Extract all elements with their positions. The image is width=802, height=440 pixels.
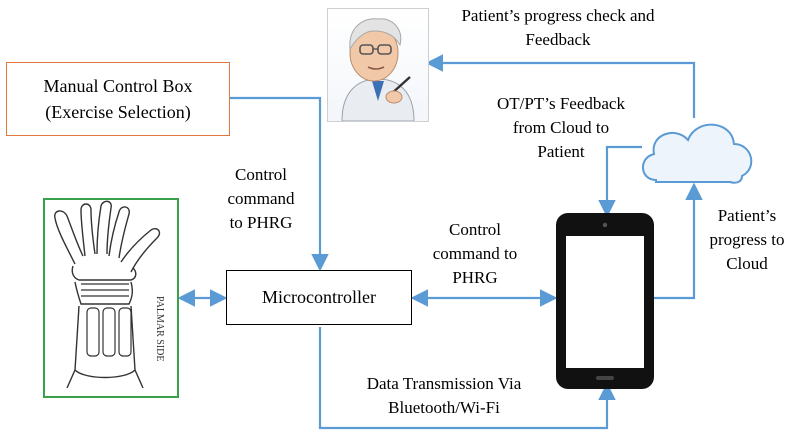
cloud-to-phone-arrow: [598, 145, 642, 218]
label-progress-cloud: Patient’s progress to Cloud: [709, 206, 785, 273]
label-progress-check: Patient’s progress check and Feedback: [461, 6, 655, 49]
cloud-to-doctor-arrow: [425, 54, 696, 118]
microcontroller-label: Microcontroller: [262, 287, 376, 307]
manual-control-box: Manual Control Box (Exercise Selection): [6, 62, 230, 136]
manual-to-micro-arrow: [230, 96, 329, 272]
label-control-right: Control command to PHRG: [432, 220, 518, 287]
manual-box-line2: (Exercise Selection): [45, 102, 191, 122]
label-ot-feedback: OT/PT’s Feedback from Cloud to Patient: [497, 94, 625, 161]
smartphone-icon: [556, 213, 654, 389]
manual-box-line1: Manual Control Box: [43, 76, 193, 96]
bluetooth-arrow: [318, 327, 616, 430]
label-control-left: Control command to PHRG: [227, 165, 295, 232]
doctor-icon: [327, 8, 429, 122]
glove-caption: PALMAR SIDE: [154, 296, 165, 361]
cloud-icon: [642, 123, 753, 184]
phone-to-cloud-arrow: [653, 182, 703, 300]
glove-sketch-icon: PALMAR SIDE: [43, 198, 179, 398]
microcontroller-box: Microcontroller: [226, 270, 412, 325]
label-data-transmission: Data Transmission Via Bluetooth/Wi-Fi: [366, 374, 522, 417]
